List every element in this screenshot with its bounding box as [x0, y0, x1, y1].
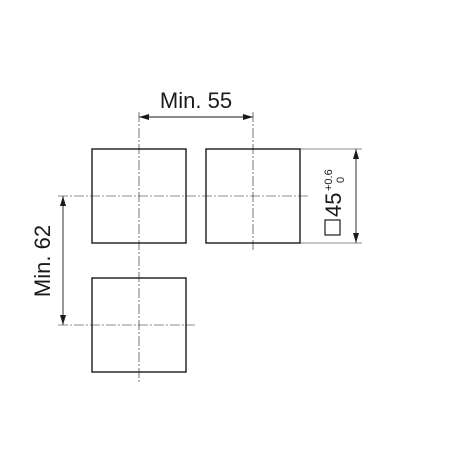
size-lower-tolerance: 0: [335, 177, 347, 183]
horizontal-arrow-right: [243, 114, 253, 120]
size-value: 45: [321, 193, 346, 217]
vertical-arrow-top: [60, 196, 66, 206]
horizontal-pitch-label: Min. 55: [160, 88, 232, 113]
size-annotation: 45 +0.6 0: [321, 169, 347, 236]
size-arrow-top: [353, 149, 359, 159]
size-arrow-bottom: [353, 233, 359, 243]
square-symbol: [324, 219, 341, 236]
horizontal-arrow-left: [139, 114, 149, 120]
size-upper-tolerance: +0.6: [323, 169, 335, 191]
vertical-arrow-bottom: [60, 315, 66, 325]
vertical-pitch-label: Min. 62: [30, 225, 55, 297]
